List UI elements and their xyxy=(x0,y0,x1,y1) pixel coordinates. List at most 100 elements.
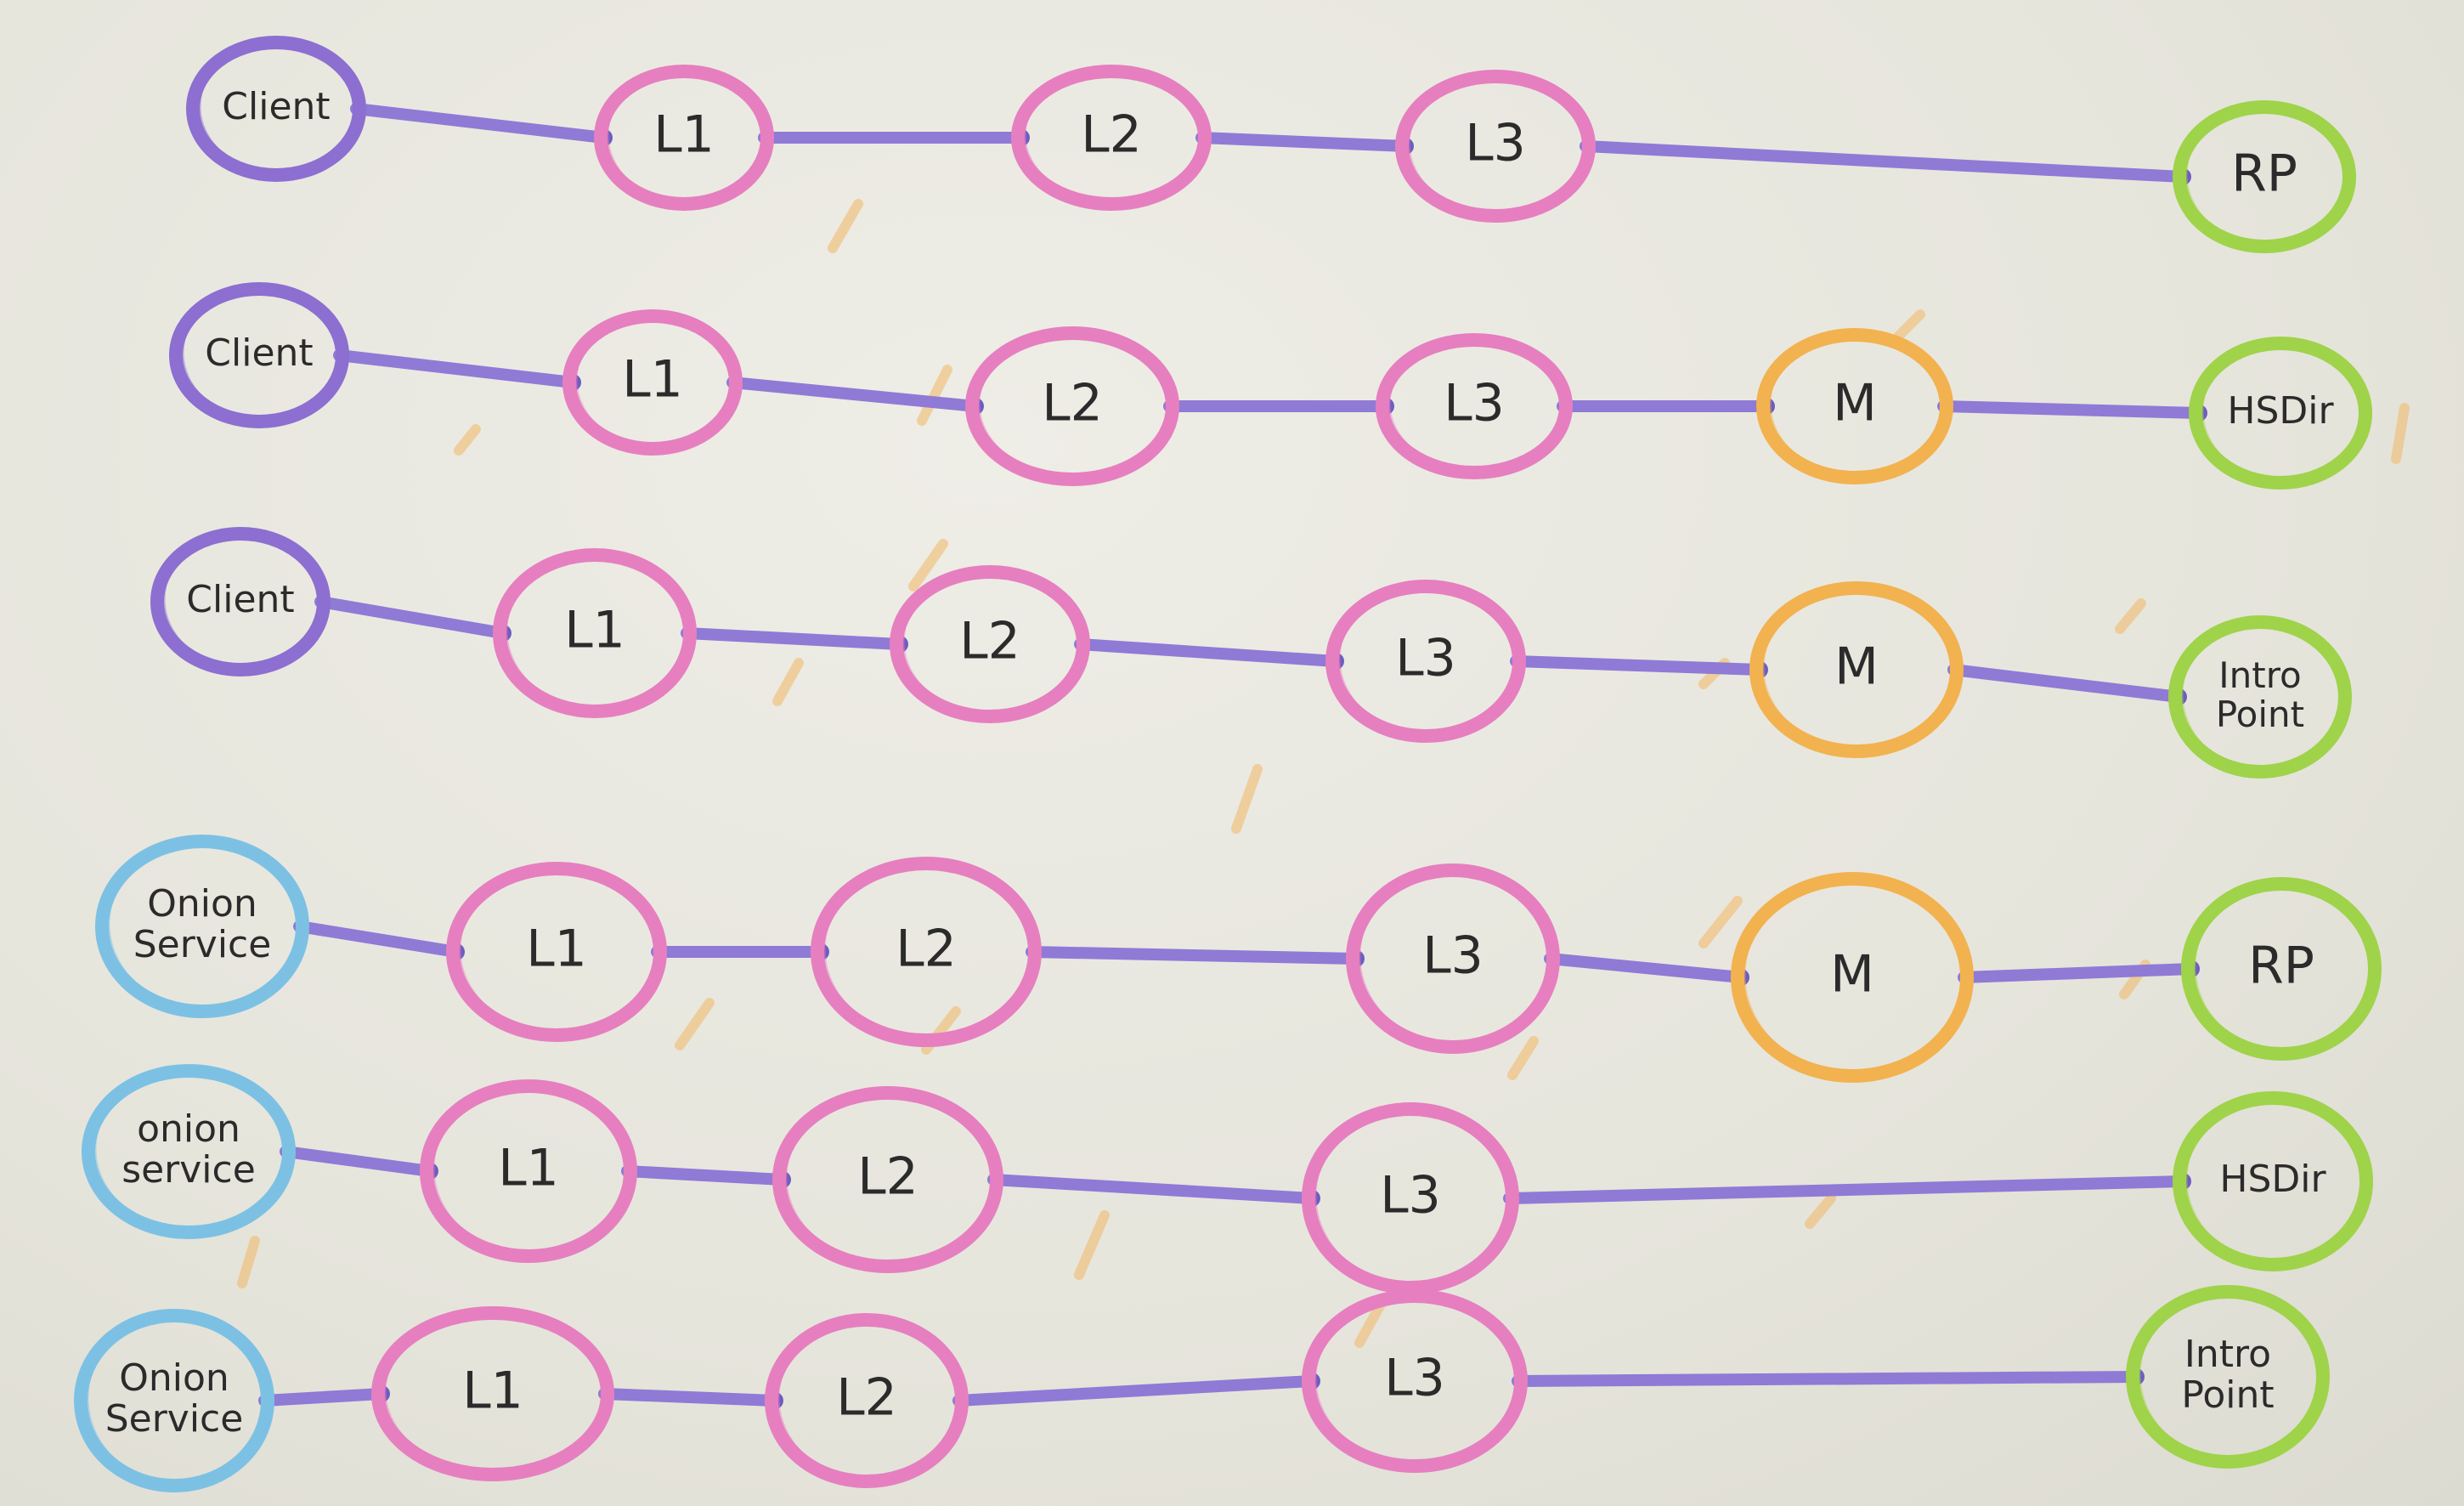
node-label: L2 xyxy=(959,612,1020,671)
node-label: L2 xyxy=(1042,374,1103,433)
middle-circle xyxy=(1756,328,1953,484)
node-label: M xyxy=(1833,374,1877,433)
circle-overstroke xyxy=(604,65,771,206)
node-label: L2 xyxy=(1081,105,1142,165)
link-onion-service-to-l1 xyxy=(258,1388,387,1407)
node-label: RP xyxy=(2248,937,2314,996)
circle-overstroke xyxy=(1386,333,1569,474)
layer-circle xyxy=(1325,580,1526,743)
layer-circle xyxy=(1302,1102,1519,1294)
layer-circle xyxy=(1302,1289,1528,1473)
node-l2: L2 xyxy=(772,1086,1003,1273)
link-onion-service-to-l1 xyxy=(293,920,462,958)
circle-overstroke xyxy=(2136,1285,2326,1464)
layer-circle xyxy=(493,548,697,718)
node-l1: L1 xyxy=(594,65,774,211)
circle-overstroke xyxy=(783,1086,1000,1268)
stray-marker-dash xyxy=(917,365,952,426)
node-l2: L2 xyxy=(811,857,1042,1047)
circle-overstroke xyxy=(503,548,693,713)
link-l3-to-hsdir xyxy=(1503,1175,2189,1204)
link-l1-to-l2 xyxy=(621,1165,788,1186)
onion-service-circle xyxy=(74,1309,274,1492)
circle-overstroke xyxy=(900,565,1087,718)
circle-overstroke xyxy=(573,309,739,450)
layer-circle xyxy=(446,862,667,1042)
endpoint-circle xyxy=(2189,337,2372,490)
node-l1: L1 xyxy=(446,862,667,1042)
stray-marker-dash xyxy=(1231,764,1263,834)
circle-overstroke xyxy=(161,527,327,671)
link-l1-to-l2 xyxy=(598,1388,781,1407)
node-l2: L2 xyxy=(765,1313,969,1488)
layer-circle xyxy=(420,1079,637,1263)
client-circle xyxy=(150,527,331,677)
node-label: L1 xyxy=(526,920,587,979)
stray-marker-dash xyxy=(2391,403,2410,464)
stray-marker-dash xyxy=(908,539,948,592)
circle-overstroke xyxy=(381,1306,611,1476)
node-rp: RP xyxy=(2181,877,2382,1061)
link-l3-to-m xyxy=(1544,953,1747,983)
link-onion-service-to-l1 xyxy=(280,1146,436,1177)
circle-overstroke xyxy=(1336,580,1523,738)
endpoint-circle xyxy=(2173,1091,2373,1271)
node-label: Client xyxy=(205,331,313,375)
stray-marker-dash xyxy=(1507,1036,1539,1080)
layer-circle xyxy=(1395,70,1596,223)
circle-overstroke xyxy=(821,857,1038,1042)
node-label: L2 xyxy=(857,1147,918,1207)
node-label: M xyxy=(1834,637,1879,697)
circle-overstroke xyxy=(179,282,346,423)
client-circle xyxy=(186,36,366,182)
circle-overstroke xyxy=(430,1079,634,1258)
layer-circle xyxy=(594,65,774,211)
node-label: L1 xyxy=(564,601,625,660)
link-l3-to-m xyxy=(1510,655,1766,676)
node-l3: L3 xyxy=(1302,1102,1519,1294)
stray-marker-dash xyxy=(675,998,715,1050)
endpoint-circle xyxy=(2126,1285,2330,1469)
circle-overstroke xyxy=(2183,100,2353,248)
endpoint-circle xyxy=(2173,100,2356,253)
node-l3: L3 xyxy=(1346,863,1560,1054)
circle-overstroke xyxy=(92,1064,292,1234)
link-l2-to-l3 xyxy=(1195,132,1411,152)
node-l3: L3 xyxy=(1325,580,1526,743)
circle-overstroke xyxy=(1741,872,1970,1078)
layer-circle xyxy=(772,1086,1003,1273)
node-l1: L1 xyxy=(562,309,743,456)
stray-marker-dash xyxy=(1354,1299,1386,1348)
node-rp: RP xyxy=(2173,100,2356,253)
node-label: L3 xyxy=(1380,1166,1441,1226)
stray-marker-dash xyxy=(1074,1210,1110,1280)
endpoint-circle xyxy=(2168,615,2352,778)
layer-circle xyxy=(1011,65,1212,211)
circle-overstroke xyxy=(2179,615,2348,773)
node-label: L1 xyxy=(653,105,715,165)
link-l1-to-l2 xyxy=(726,376,981,412)
link-m-to-hsdir xyxy=(1937,400,2205,419)
link-l2-to-l3 xyxy=(1074,638,1342,667)
stray-marker-dash xyxy=(2115,598,2146,634)
node-m: M xyxy=(1731,872,1974,1083)
circle-overstroke xyxy=(1312,1102,1516,1289)
layer-circle xyxy=(965,326,1179,486)
stray-marker-dash xyxy=(1894,309,1925,341)
node-label: M xyxy=(1830,945,1874,1005)
link-l3-to-rp xyxy=(1580,140,2189,183)
node-l3: L3 xyxy=(1302,1289,1528,1473)
node-label: L1 xyxy=(462,1362,523,1421)
node-label: L3 xyxy=(1395,629,1456,688)
node-l3: L3 xyxy=(1376,333,1573,479)
node-m: M xyxy=(1749,581,1964,758)
